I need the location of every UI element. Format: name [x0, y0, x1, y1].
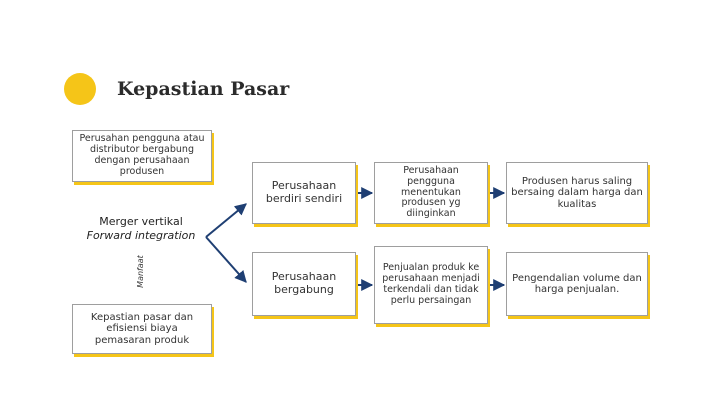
page-title: Kepastian Pasar — [117, 78, 290, 100]
manfaat-label: Manfaat — [126, 246, 154, 296]
result-merged-box: Penjualan produk ke perusahaan menjadi t… — [374, 246, 488, 324]
result-standalone-text: Perusahaan pengguna menentukan produsen … — [401, 164, 461, 220]
effect-standalone-text: Produsen harus saling bersaing dalam har… — [511, 175, 643, 210]
effect-merged-box: Pengendalian volume dan harga penjualan. — [506, 252, 648, 316]
benefit-box: Kepastian pasar dan efisiensi biaya pema… — [72, 304, 212, 354]
connector-merger-to-merged — [205, 236, 247, 283]
merger-vertical-text: Merger vertikal — [99, 215, 183, 228]
connector-merger-to-standalone — [205, 203, 247, 238]
merger-definition-text: Perusahan pengguna atau distributor berg… — [79, 133, 205, 177]
effect-standalone-box: Produsen harus saling bersaing dalam har… — [506, 162, 648, 224]
benefit-text: Kepastian pasar dan efisiensi biaya pema… — [90, 311, 194, 346]
company-standalone-text: Perusahaan berdiri sendiri — [265, 179, 343, 205]
forward-integration-text: Forward integration — [86, 228, 196, 242]
manfaat-text: Manfaat — [135, 254, 145, 288]
result-merged-text: Penjualan produk ke perusahaan menjadi t… — [382, 262, 480, 306]
effect-merged-text: Pengendalian volume dan harga penjualan. — [512, 272, 642, 296]
company-merged-text: Perusahaan bergabung — [271, 270, 337, 296]
result-standalone-box: Perusahaan pengguna menentukan produsen … — [374, 162, 488, 224]
title-bullet-dot — [64, 73, 96, 105]
company-merged-box: Perusahaan bergabung — [252, 252, 356, 316]
merger-type-label: Merger vertikal Forward integration — [78, 215, 204, 243]
company-standalone-box: Perusahaan berdiri sendiri — [252, 162, 356, 224]
merger-definition-box: Perusahan pengguna atau distributor berg… — [72, 130, 212, 182]
